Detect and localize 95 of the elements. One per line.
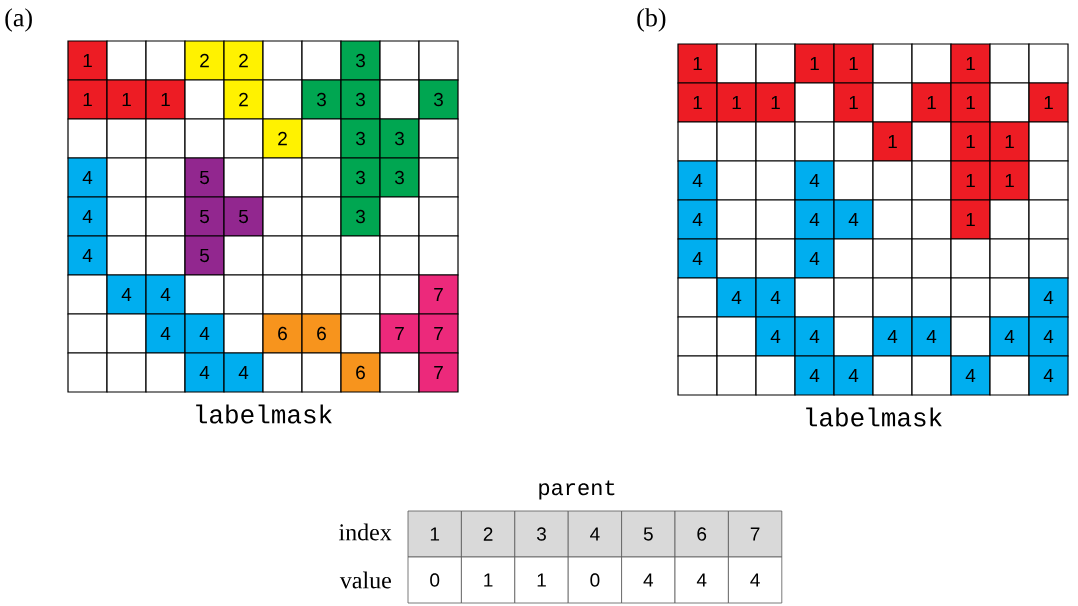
grid-cell: 4: [1028, 316, 1069, 357]
grid-cell: 4: [716, 277, 757, 318]
grid-cell: 1: [950, 82, 991, 123]
table-cell: 6: [674, 510, 729, 558]
table-cell: 4: [728, 556, 783, 604]
grid-cell: 4: [67, 157, 108, 198]
grid-cell: 2: [262, 118, 303, 159]
grid-cell: 3: [340, 157, 381, 198]
grid-cell: 4: [1028, 355, 1069, 396]
grid-cell: 4: [872, 316, 913, 357]
grid-cell: 4: [794, 238, 835, 279]
array-name: labelmask: [806, 407, 942, 427]
grid-cell: 4: [677, 160, 718, 201]
array-name: labelmask: [196, 404, 332, 424]
array-name: parent: [539, 480, 615, 500]
grid-cell: 4: [794, 160, 835, 201]
grid-cell: 4: [67, 235, 108, 276]
grid-cell: 4: [833, 199, 874, 240]
grid-cell: 4: [145, 274, 186, 315]
grid-cell: 2: [223, 40, 264, 81]
grid-cell: 3: [340, 40, 381, 81]
grid-cell: 4: [794, 199, 835, 240]
grid-cell: 3: [379, 118, 420, 159]
grid-cell: 5: [223, 196, 264, 237]
grid-cell: 4: [950, 355, 991, 396]
grid-cell: 1: [833, 43, 874, 84]
grid-cell: 6: [301, 313, 342, 354]
table-cell: 4: [674, 556, 729, 604]
grid-cell: 1: [833, 82, 874, 123]
grid-cell: 1: [145, 79, 186, 120]
grid-cell: 5: [184, 235, 225, 276]
grid-cell: 1: [677, 82, 718, 123]
grid-cell: 1: [950, 43, 991, 84]
table-cell: 0: [407, 556, 462, 604]
grid-cell: 2: [184, 40, 225, 81]
grid-cell: 5: [184, 196, 225, 237]
table-cell: 0: [567, 556, 622, 604]
grid-cell: 4: [67, 196, 108, 237]
grid-cell: 4: [106, 274, 147, 315]
grid-cell: 3: [301, 79, 342, 120]
grid-cell: 4: [755, 316, 796, 357]
grid-cell: 4: [1028, 277, 1069, 318]
grid-cell: 1: [106, 79, 147, 120]
grid-cell: 1: [911, 82, 952, 123]
grid-cell: 7: [418, 313, 459, 354]
table-cell: 5: [621, 510, 676, 558]
grid-cell: 1: [794, 43, 835, 84]
row-header: index: [339, 523, 392, 541]
grid-cell: 3: [340, 118, 381, 159]
table-cell: 1: [407, 510, 462, 558]
grid-cell: 6: [340, 352, 381, 393]
grid-cell: 4: [677, 199, 718, 240]
grid-cell: 1: [989, 160, 1030, 201]
grid-cell: 3: [340, 196, 381, 237]
grid-cell: 4: [145, 313, 186, 354]
panel-label: (a): [5, 8, 32, 32]
grid-cell: 3: [379, 157, 420, 198]
table-cell: 7: [728, 510, 783, 558]
grid-cell: 4: [911, 316, 952, 357]
grid-cell: 1: [950, 160, 991, 201]
grid-cell: 4: [184, 352, 225, 393]
grid-cell: 4: [989, 316, 1030, 357]
grid-cell: 1: [950, 199, 991, 240]
grid-cell: 4: [794, 355, 835, 396]
grid-cell: 6: [262, 313, 303, 354]
grid-cell: 4: [794, 316, 835, 357]
table-cell: 1: [461, 556, 516, 604]
grid-cell: 1: [67, 79, 108, 120]
table-cell: 1: [514, 556, 569, 604]
table-cell: 4: [567, 510, 622, 558]
table-cell: 4: [621, 556, 676, 604]
grid-cell: 1: [716, 82, 757, 123]
grid-cell: 1: [950, 121, 991, 162]
grid-cell: 3: [418, 79, 459, 120]
grid-cell: 1: [755, 82, 796, 123]
grid-cell: 4: [677, 238, 718, 279]
grid-cell: 5: [184, 157, 225, 198]
grid-cell: 1: [872, 121, 913, 162]
grid-cell: 7: [379, 313, 420, 354]
grid-cell: 7: [418, 352, 459, 393]
grid-cell: 4: [833, 355, 874, 396]
panel-label: (b): [637, 8, 666, 32]
table-cell: 3: [514, 510, 569, 558]
row-header: value: [339, 571, 391, 589]
grid-cell: 1: [67, 40, 108, 81]
grid-cell: 2: [223, 79, 264, 120]
grid-cell: 3: [340, 79, 381, 120]
grid-cell: 4: [184, 313, 225, 354]
grid-cell: 1: [1028, 82, 1069, 123]
table-cell: 2: [461, 510, 516, 558]
grid-cell: 7: [418, 274, 459, 315]
grid-cell: 1: [677, 43, 718, 84]
grid-cell: 1: [989, 121, 1030, 162]
grid-cell: 4: [223, 352, 264, 393]
grid-cell: 4: [755, 277, 796, 318]
